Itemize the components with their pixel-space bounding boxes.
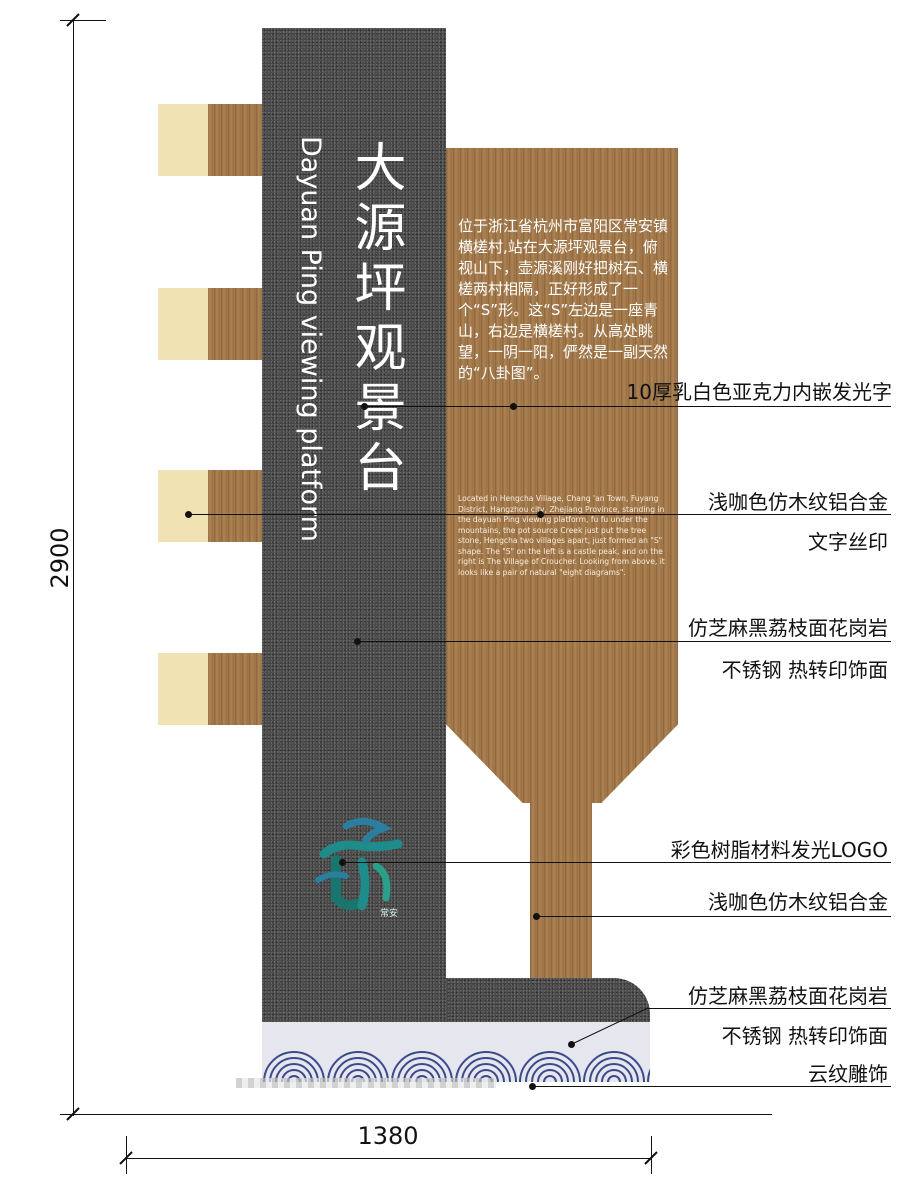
side-slat-cap-2: [158, 288, 208, 360]
leader-dot-4: [339, 859, 346, 866]
logo-caption: 常安: [380, 909, 399, 919]
leader-line-5: [536, 916, 891, 917]
leader-dot-7: [529, 1083, 536, 1090]
base-shadow: [236, 1078, 496, 1088]
sign-title-cn: 大源坪观景台: [345, 140, 405, 500]
dim-height-line: [73, 20, 74, 1116]
dim-height-ext-bottom: [60, 1114, 772, 1115]
leader-dot-1b: [510, 403, 517, 410]
leader-line-6-diagonal: [571, 1007, 649, 1045]
dim-width-label: 1380: [357, 1122, 419, 1150]
callout-wood-aluminum-post: 浅咖色仿木纹铝合金: [708, 890, 888, 914]
callout-resin-logo: 彩色树脂材料发光LOGO: [670, 838, 888, 862]
sign-title-en: Dayuan Ping viewing platform: [295, 136, 326, 542]
leader-dot-3: [354, 638, 361, 645]
cloud-carving: [262, 1022, 650, 1082]
side-slat-cap-4: [158, 653, 208, 725]
callout-acrylic-letters: 10厚乳白色亚克力内嵌发光字: [626, 380, 892, 404]
leader-line-1: [364, 406, 891, 407]
side-slat-cap-3: [158, 470, 208, 542]
dim-height-label: 2900: [46, 527, 74, 589]
leader-dot-1a: [361, 403, 368, 410]
dim-height-ext-top: [60, 20, 106, 21]
dim-tick-right: [644, 1151, 658, 1165]
leader-dot-2a: [185, 511, 192, 518]
side-slat-1: [200, 104, 262, 176]
dim-width-line: [126, 1158, 652, 1159]
side-slat-4: [200, 653, 262, 725]
dim-tick-bottom: [66, 1107, 80, 1121]
callout-steel-1: 不锈钢 热转印饰面: [721, 658, 888, 682]
leader-dot-6: [568, 1041, 575, 1048]
side-slat-cap-1: [158, 104, 208, 176]
leader-line-7: [532, 1086, 891, 1087]
dim-tick-left: [119, 1151, 133, 1165]
callout-silkscreen: 文字丝印: [808, 530, 888, 554]
leader-dot-2b: [537, 511, 544, 518]
leader-line-3: [357, 641, 891, 642]
leader-line-6: [648, 1008, 891, 1009]
callout-granite-2: 仿芝麻黑荔枝面花岗岩: [688, 984, 888, 1008]
callout-granite-1: 仿芝麻黑荔枝面花岗岩: [688, 616, 888, 640]
dim-width-ext-right: [651, 1136, 652, 1174]
body-text-cn: 位于浙江省杭州市富阳区常安镇横槎村,站在大源坪观景台，俯视山下，壶源溪刚好把树石…: [458, 217, 669, 382]
dim-tick-top: [66, 13, 80, 27]
changan-logo-icon: [315, 818, 403, 911]
side-slat-2: [200, 288, 262, 360]
body-text-en: Located in Hengcha Village, Chang 'an To…: [458, 494, 665, 577]
callout-wood-aluminum: 浅咖色仿木纹铝合金: [708, 490, 888, 514]
callout-steel-2: 不锈钢 热转印饰面: [721, 1024, 888, 1048]
dim-width-ext-left: [126, 1136, 127, 1174]
side-slat-3: [200, 470, 262, 542]
leader-line-4: [342, 862, 891, 863]
wood-info-panel: [446, 148, 678, 803]
leader-dot-5: [533, 913, 540, 920]
callout-cloud-carving: 云纹雕饰: [808, 1062, 888, 1086]
wood-post: [530, 700, 592, 985]
